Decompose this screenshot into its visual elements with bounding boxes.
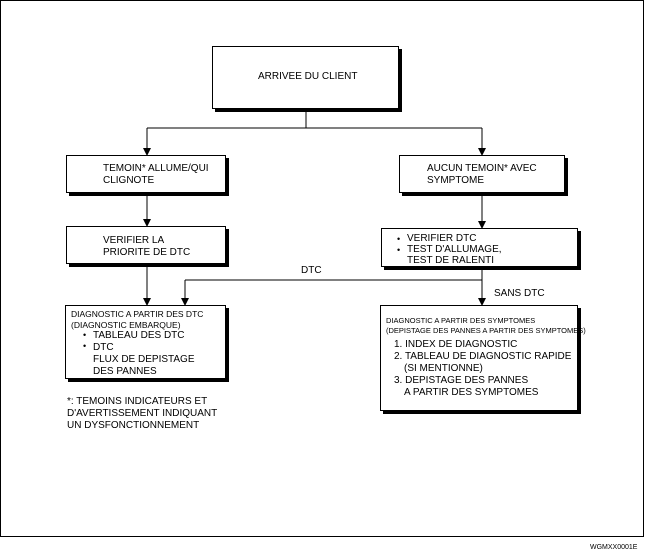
node-no-mil-line1: AUCUN TEMOIN* AVEC [427, 163, 537, 174]
dtc-diag-extra-1: FLUX DE DEPISTAGE [93, 354, 195, 365]
node-check-list: • VERIFIER DTC • TEST D'ALLUMAGE, TEST D… [381, 228, 578, 267]
symptom-diag-title-1: DIAGNOSTIC A PARTIR DES SYMPTOMES [386, 316, 536, 325]
dtc-diag-extra-2: DES PANNES [93, 366, 157, 377]
bullet-icon: • [83, 330, 87, 340]
symptom-diag-item-1: 1. INDEX DE DIAGNOSTIC [394, 339, 518, 350]
bullet-icon: • [397, 245, 401, 255]
node-symptom-diagnosis: DIAGNOSTIC A PARTIR DES SYMPTOMES (DEPIS… [380, 305, 586, 411]
footnote-line-2: D'AVERTISSEMENT INDIQUANT [67, 408, 218, 419]
dtc-diag-title-1: DIAGNOSTIC A PARTIR DES DTC [71, 309, 204, 319]
node-dtc-priority-line2: PRIORITE DE DTC [103, 247, 191, 258]
check-item-3: TEST DE RALENTI [407, 255, 495, 266]
symptom-diag-item-5: A PARTIR DES SYMPTOMES [404, 387, 539, 398]
symptom-diag-item-2: 2. TABLEAU DE DIAGNOSTIC RAPIDE [394, 351, 572, 362]
dtc-diag-item-2: DTC [93, 342, 114, 353]
edge-label-no-dtc: SANS DTC [494, 288, 545, 299]
node-dtc-priority: VERIFIER LA PRIORITE DE DTC [66, 226, 226, 264]
footnote-line-1: *: TEMOINS INDICATEURS ET [67, 396, 208, 407]
node-no-mil-line2: SYMPTOME [427, 175, 485, 186]
dtc-diag-item-1: TABLEAU DES DTC [93, 330, 185, 341]
node-mil-on-line2: CLIGNOTE [103, 175, 155, 186]
check-item-1: VERIFIER DTC [407, 233, 477, 244]
node-arrival: ARRIVEE DU CLIENT [212, 46, 399, 109]
figure-code: WGMXX0001E [590, 544, 638, 551]
bullet-icon: • [397, 234, 401, 244]
node-mil-on-line1: TEMOIN* ALLUME/QUI [103, 163, 209, 174]
diagram-frame [0, 0, 644, 537]
bullet-icon: • [83, 341, 87, 351]
symptom-diag-item-4: 3. DEPISTAGE DES PANNES [394, 375, 529, 386]
footnote-line-3: UN DYSFONCTIONNEMENT [67, 420, 200, 431]
node-dtc-priority-line1: VERIFIER LA [103, 235, 165, 246]
symptom-diag-item-3: (SI MENTIONNE) [404, 363, 483, 374]
node-dtc-diagnosis: DIAGNOSTIC A PARTIR DES DTC (DIAGNOSTIC … [65, 305, 226, 379]
dtc-diag-title-2: (DIAGNOSTIC EMBARQUE) [71, 320, 181, 330]
node-arrival-label: ARRIVEE DU CLIENT [258, 71, 358, 82]
node-mil-on: TEMOIN* ALLUME/QUI CLIGNOTE [66, 155, 226, 193]
symptom-diag-title-2: (DEPISTAGE DES PANNES A PARTIR DES SYMPT… [386, 326, 586, 335]
node-no-mil: AUCUN TEMOIN* AVEC SYMPTOME [399, 155, 565, 193]
check-item-2: TEST D'ALLUMAGE, [407, 244, 502, 255]
edge-label-dtc: DTC [301, 265, 322, 276]
